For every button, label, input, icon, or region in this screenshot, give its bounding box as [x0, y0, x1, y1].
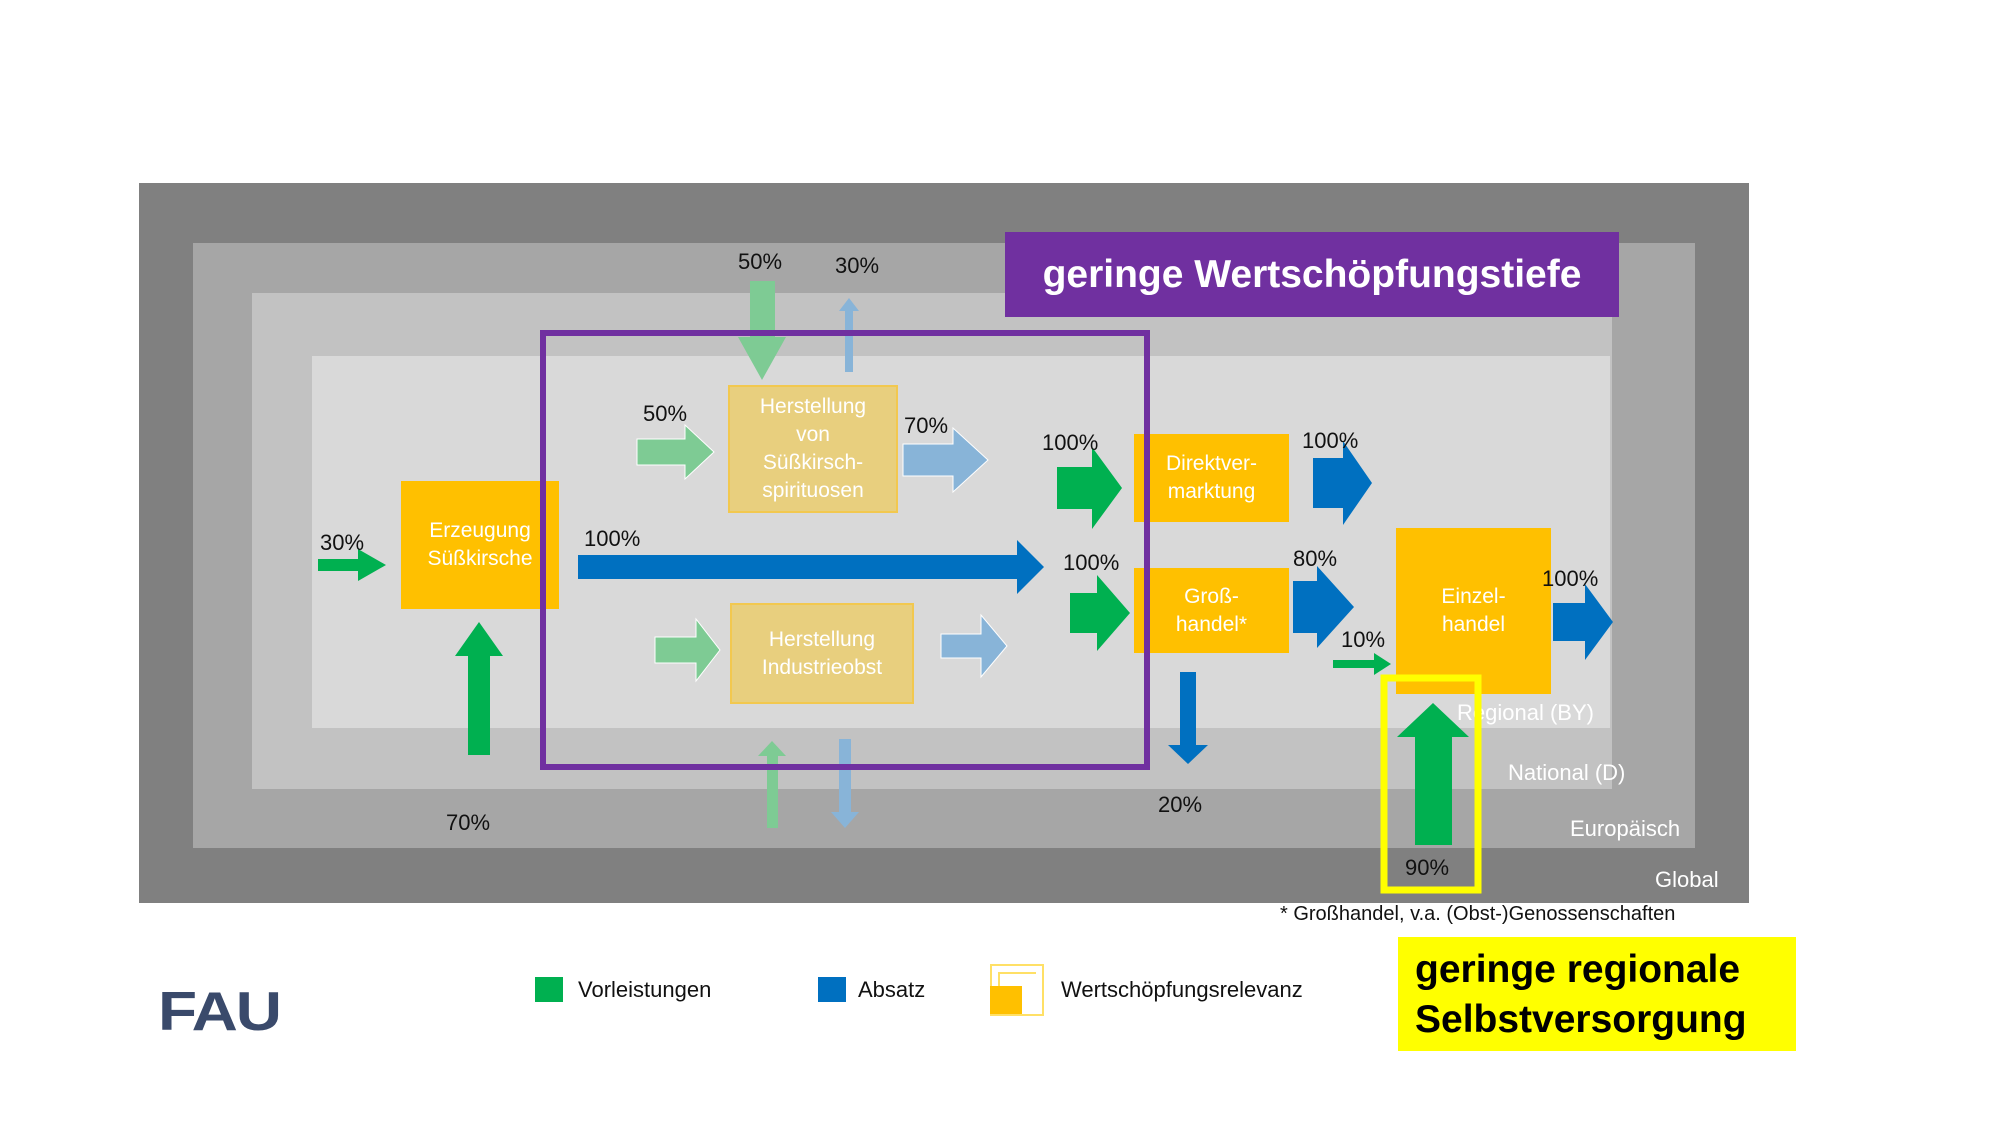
box-einzelhandel: Einzel- handel	[1396, 528, 1551, 694]
arrow-green-industrieobst-left	[654, 617, 721, 683]
arrow-blue-gross-to-einzel	[1293, 566, 1354, 648]
arrow-blue-industrieobst-right	[940, 613, 1008, 679]
headline-value-depth: geringe Wertschöpfungstiefe	[1005, 232, 1619, 317]
arrow-blue-industrieobst-down	[831, 739, 859, 828]
pct-erzeugung-input: 30%	[320, 530, 365, 555]
pct-gross-input: 100%	[1063, 550, 1120, 575]
pct-gross-down: 20%	[1158, 792, 1203, 817]
arrow-blue-main-flow	[578, 540, 1044, 594]
pct-direkt-input: 100%	[1042, 430, 1099, 455]
box-erzeugung: Erzeugung Süßkirsche	[401, 481, 559, 609]
pct-gross-to-einzel: 80%	[1293, 546, 1338, 571]
legend-green-square-icon	[535, 977, 563, 1002]
headline-self-sufficiency: geringe regionale Selbstversorgung	[1398, 937, 1796, 1051]
legend-blue-square-icon	[818, 977, 846, 1002]
arrow-green-direkt-input	[1057, 447, 1122, 529]
box-direktvermarktung: Direktver- marktung	[1134, 434, 1289, 522]
pct-einzel-side-input: 10%	[1341, 627, 1386, 652]
pct-spirituosen-left-input: 50%	[643, 401, 688, 426]
legend-label-vorleistungen: Vorleistungen	[578, 977, 712, 1002]
arrow-blue-gross-down	[1168, 672, 1208, 764]
footnote: * Großhandel, v.a. (Obst-)Genossenschaft…	[1280, 903, 1676, 925]
zone-label-global: Global	[1655, 867, 1719, 892]
pct-spirituosen-top-output: 30%	[835, 253, 880, 278]
pct-main-flow: 100%	[584, 526, 641, 551]
pct-direkt-output: 100%	[1302, 428, 1359, 453]
arrow-green-erzeugung-input	[318, 549, 386, 581]
arrow-green-spirituosen-left	[636, 423, 715, 481]
arrow-green-industrieobst-bottom	[758, 741, 786, 828]
yellow-highlight-frame	[1380, 674, 1482, 894]
pct-erzeugung-national-input: 70%	[446, 810, 491, 835]
arrow-green-einzel-side	[1333, 653, 1391, 675]
arrow-blue-einzel-output	[1553, 584, 1613, 660]
pct-einzel-output: 100%	[1542, 566, 1599, 591]
pct-einzel-bottom-input: 90%	[1405, 855, 1450, 880]
legend-value-relevance-icon	[990, 964, 1044, 1016]
fau-logo: FAU	[158, 980, 282, 1043]
purple-highlight-frame	[540, 330, 1150, 770]
arrow-blue-spirituosen-right	[902, 426, 989, 494]
arrow-blue-direkt-output	[1313, 441, 1372, 525]
box-industrieobst: Herstellung Industrieobst	[730, 603, 914, 704]
zone-label-national: National (D)	[1508, 760, 1626, 785]
legend-label-absatz: Absatz	[858, 977, 926, 1002]
zone-label-european: Europäisch	[1570, 816, 1681, 841]
box-grosshandel: Groß- handel*	[1134, 568, 1289, 653]
box-spirituosen: Herstellung von Süßkirsch- spirituosen	[728, 385, 898, 513]
pct-spirituosen-output: 70%	[904, 413, 949, 438]
arrow-green-gross-input	[1070, 575, 1130, 651]
pct-spirituosen-top-input: 50%	[738, 249, 783, 274]
legend-label-wertschoepfungsrelevanz: Wertschöpfungsrelevanz	[1061, 977, 1303, 1002]
arrow-green-einzel-bottom	[1397, 703, 1469, 845]
arrow-green-erzeugung-up	[455, 622, 503, 755]
